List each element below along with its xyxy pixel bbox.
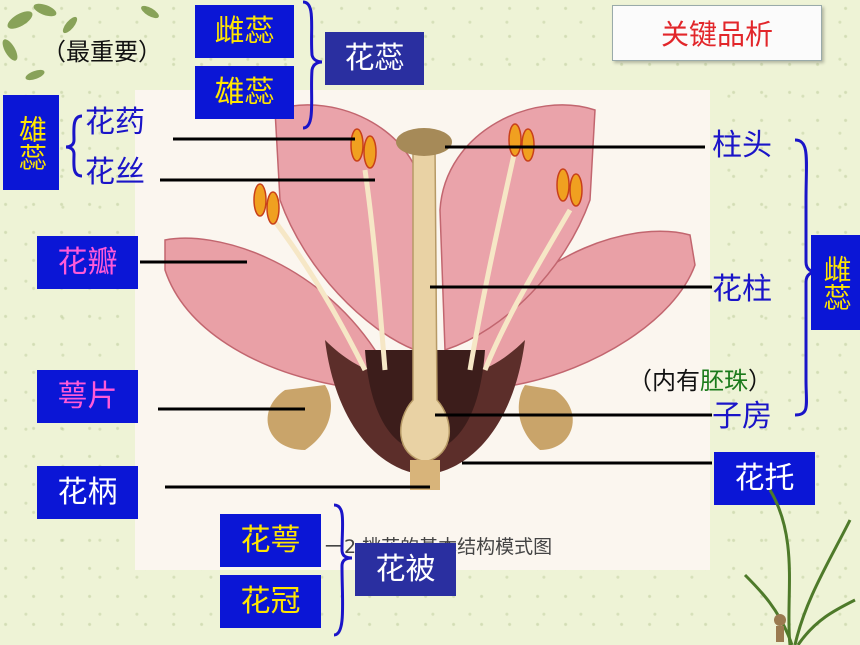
- petal-box: 花瓣: [37, 236, 138, 289]
- ovule-note: （内有胚珠）: [628, 369, 772, 393]
- pistil-top-box: 雌蕊: [195, 5, 294, 58]
- leaf-decoration: [2, 3, 159, 81]
- perianth-box: 花被: [355, 543, 456, 596]
- stamen-top-box: 雄蕊: [195, 66, 294, 119]
- plant-decoration: [743, 489, 856, 645]
- flower-diagram: [135, 90, 710, 570]
- receptacle-box: 花托: [714, 452, 815, 505]
- stamen-side-label: 雄蕊: [15, 114, 48, 171]
- ovule-note-post: ）: [748, 367, 772, 395]
- calyx-box: 花萼: [220, 514, 321, 567]
- pistil-side-box: 雌蕊: [811, 235, 860, 330]
- key-analysis-title: 关键品析: [612, 5, 822, 61]
- pistil-side-label: 雌蕊: [819, 254, 853, 311]
- anther-label: 花药: [85, 105, 145, 140]
- flower-illustration: [164, 104, 696, 490]
- corolla-box: 花冠: [220, 575, 321, 628]
- ovule-note-pre: （内有: [628, 367, 700, 395]
- style-label: 花柱: [712, 272, 772, 307]
- sepal-box: 萼片: [37, 370, 138, 423]
- stamen-side-box: 雄蕊: [3, 95, 59, 190]
- pedicel-box: 花柄: [37, 466, 138, 519]
- filament-label: 花丝: [85, 155, 145, 190]
- most-important-note: （最重要）: [42, 38, 162, 66]
- pistil-stamen-group-box: 花蕊: [325, 32, 424, 85]
- stigma-label: 柱头: [712, 128, 772, 163]
- ovule-word: 胚珠: [700, 367, 748, 395]
- ovary-label: 子房: [712, 399, 772, 434]
